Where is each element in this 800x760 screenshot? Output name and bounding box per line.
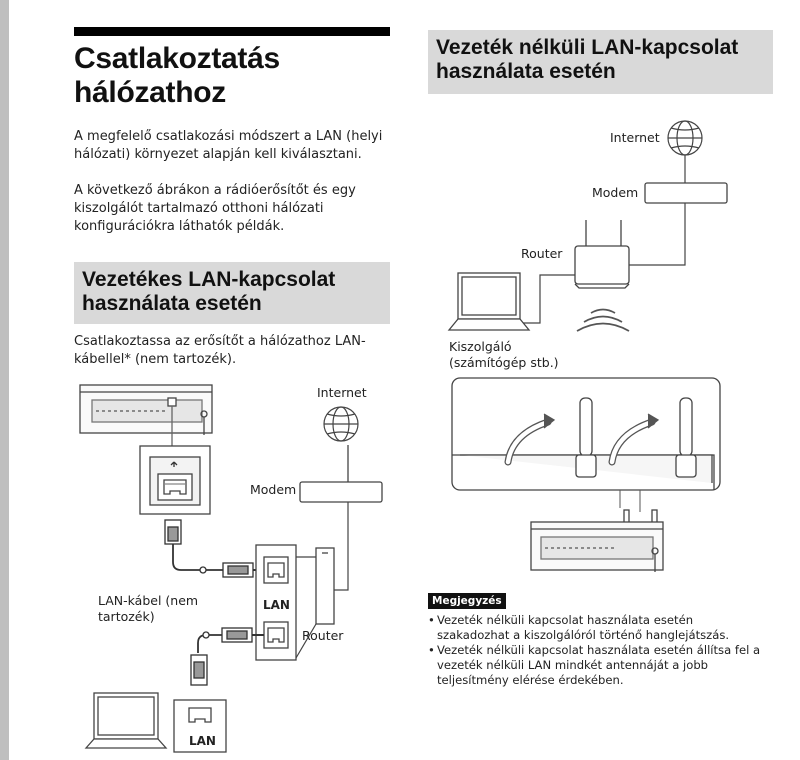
antenna-setup-panel	[451, 377, 721, 491]
router-connector-lines	[295, 502, 349, 659]
server-laptop-icon	[447, 272, 531, 331]
wireless-modem-label: Modem	[592, 185, 639, 200]
wired-modem-label: Modem	[250, 482, 297, 497]
intro-paragraph-1: A megfelelő csatlakozási módszert a LAN …	[74, 129, 383, 162]
laptop-lan-label: LAN	[189, 734, 216, 748]
wireless-router-label: Router	[521, 246, 563, 261]
callout-lines	[619, 490, 641, 512]
wired-heading: Vezetékes LAN-kapcsolat használata eseté…	[74, 262, 390, 324]
wired-instruction: Csatlakoztassa az erősítőt a hálózathoz …	[74, 334, 366, 367]
router-icon	[315, 547, 335, 625]
intro-paragraph-2: A következő ábrákon a rádióerősítőt és e…	[74, 183, 356, 234]
server-label: Kiszolgáló (számítógép stb.)	[449, 339, 559, 370]
wireless-heading: Vezeték nélküli LAN-kapcsolat használata…	[428, 30, 773, 94]
router-lan-label: LAN	[263, 598, 290, 612]
amplifier-icon	[79, 384, 213, 435]
note-item: Vezeték nélküli kapcsolat használata ese…	[428, 643, 768, 688]
note-list: Vezeték nélküli kapcsolat használata ese…	[428, 613, 768, 688]
wireless-internet-globe-icon	[667, 120, 703, 183]
note-item: Vezeték nélküli kapcsolat használata ese…	[428, 613, 768, 643]
title-bar	[74, 27, 390, 36]
wired-router-label: Router	[302, 628, 344, 643]
wireless-amplifier-icon	[530, 509, 664, 572]
wireless-router-icon	[574, 220, 630, 289]
lan-cable-laptop	[190, 627, 264, 686]
page-title: Csatlakoztatás hálózathoz	[74, 42, 280, 109]
router-lan-panel	[255, 544, 297, 661]
note-badge: Megjegyzés	[428, 593, 506, 609]
modem-icon	[299, 445, 383, 503]
lan-cable-label: LAN-kábel (nem tartozék)	[98, 593, 199, 624]
wireless-modem-icon	[644, 182, 728, 204]
internet-globe-icon	[323, 406, 359, 442]
wifi-signal-icon	[576, 308, 630, 332]
wired-internet-label: Internet	[317, 385, 367, 400]
lan-cable	[164, 519, 264, 578]
laptop-lan-port	[173, 699, 227, 753]
laptop-icon	[84, 692, 168, 749]
lan-port-callout	[139, 406, 211, 515]
wireless-internet-label: Internet	[610, 130, 660, 145]
page-margin-rule	[0, 0, 9, 760]
